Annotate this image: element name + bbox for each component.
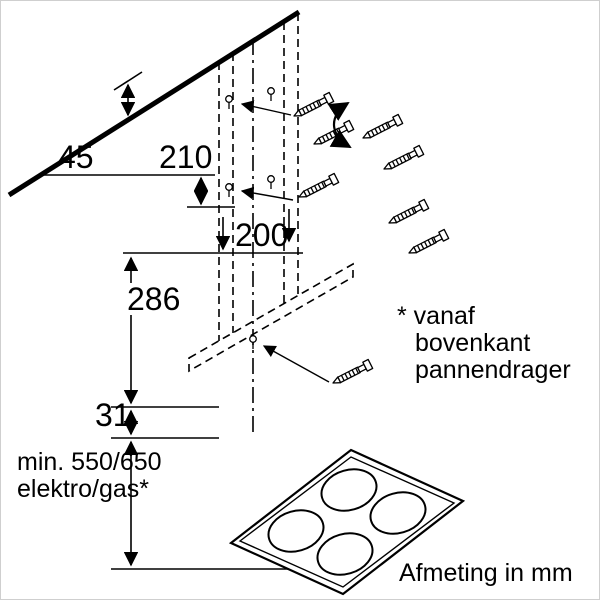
screw-icon bbox=[386, 198, 430, 229]
footnote-line2: bovenkant bbox=[415, 329, 531, 357]
dim-200-arrow bbox=[123, 209, 303, 254]
dim-200-label: 200 bbox=[235, 217, 289, 253]
screw-icon bbox=[296, 172, 340, 203]
burner-ring bbox=[267, 509, 325, 553]
flue-outline bbox=[218, 13, 299, 341]
dim-31-arrow bbox=[111, 409, 219, 439]
dim-45-arrow bbox=[39, 71, 215, 176]
wall-line bbox=[7, 9, 301, 198]
hang-direction-arrow bbox=[327, 101, 352, 148]
dim-210-arrow bbox=[187, 176, 235, 208]
dim-45-label: 45 bbox=[58, 139, 94, 175]
dim-286-label: 286 bbox=[125, 281, 183, 317]
burner-ring bbox=[320, 468, 378, 512]
screw-icon bbox=[360, 113, 404, 144]
dim-31-label: 31 bbox=[95, 397, 131, 433]
dim-min-clearance-arrow bbox=[111, 440, 297, 570]
screw-icon bbox=[406, 228, 450, 259]
footnote-line1: * vanaf bbox=[397, 302, 475, 330]
min-clearance-line2: elektro/gas* bbox=[17, 475, 150, 503]
units-caption: Afmeting in mm bbox=[399, 559, 573, 587]
dim-210-label: 210 bbox=[159, 139, 213, 175]
mounting-holes bbox=[225, 87, 275, 349]
screw-icon bbox=[330, 358, 374, 389]
footnote-text: * vanaf bovenkant pannendrager bbox=[397, 303, 571, 384]
dim-286-arrow bbox=[111, 256, 219, 408]
burner-ring bbox=[316, 532, 374, 576]
cooktop-illustration bbox=[228, 448, 466, 596]
min-clearance-label: min. 550/650 elektro/gas* bbox=[17, 449, 162, 503]
burner-ring bbox=[369, 491, 427, 535]
screw-icon bbox=[381, 144, 425, 175]
pointer-arrows bbox=[240, 100, 330, 383]
footnote-line3: pannendrager bbox=[415, 356, 571, 384]
hood-outline bbox=[188, 262, 354, 373]
min-clearance-line1: min. 550/650 bbox=[17, 448, 162, 476]
